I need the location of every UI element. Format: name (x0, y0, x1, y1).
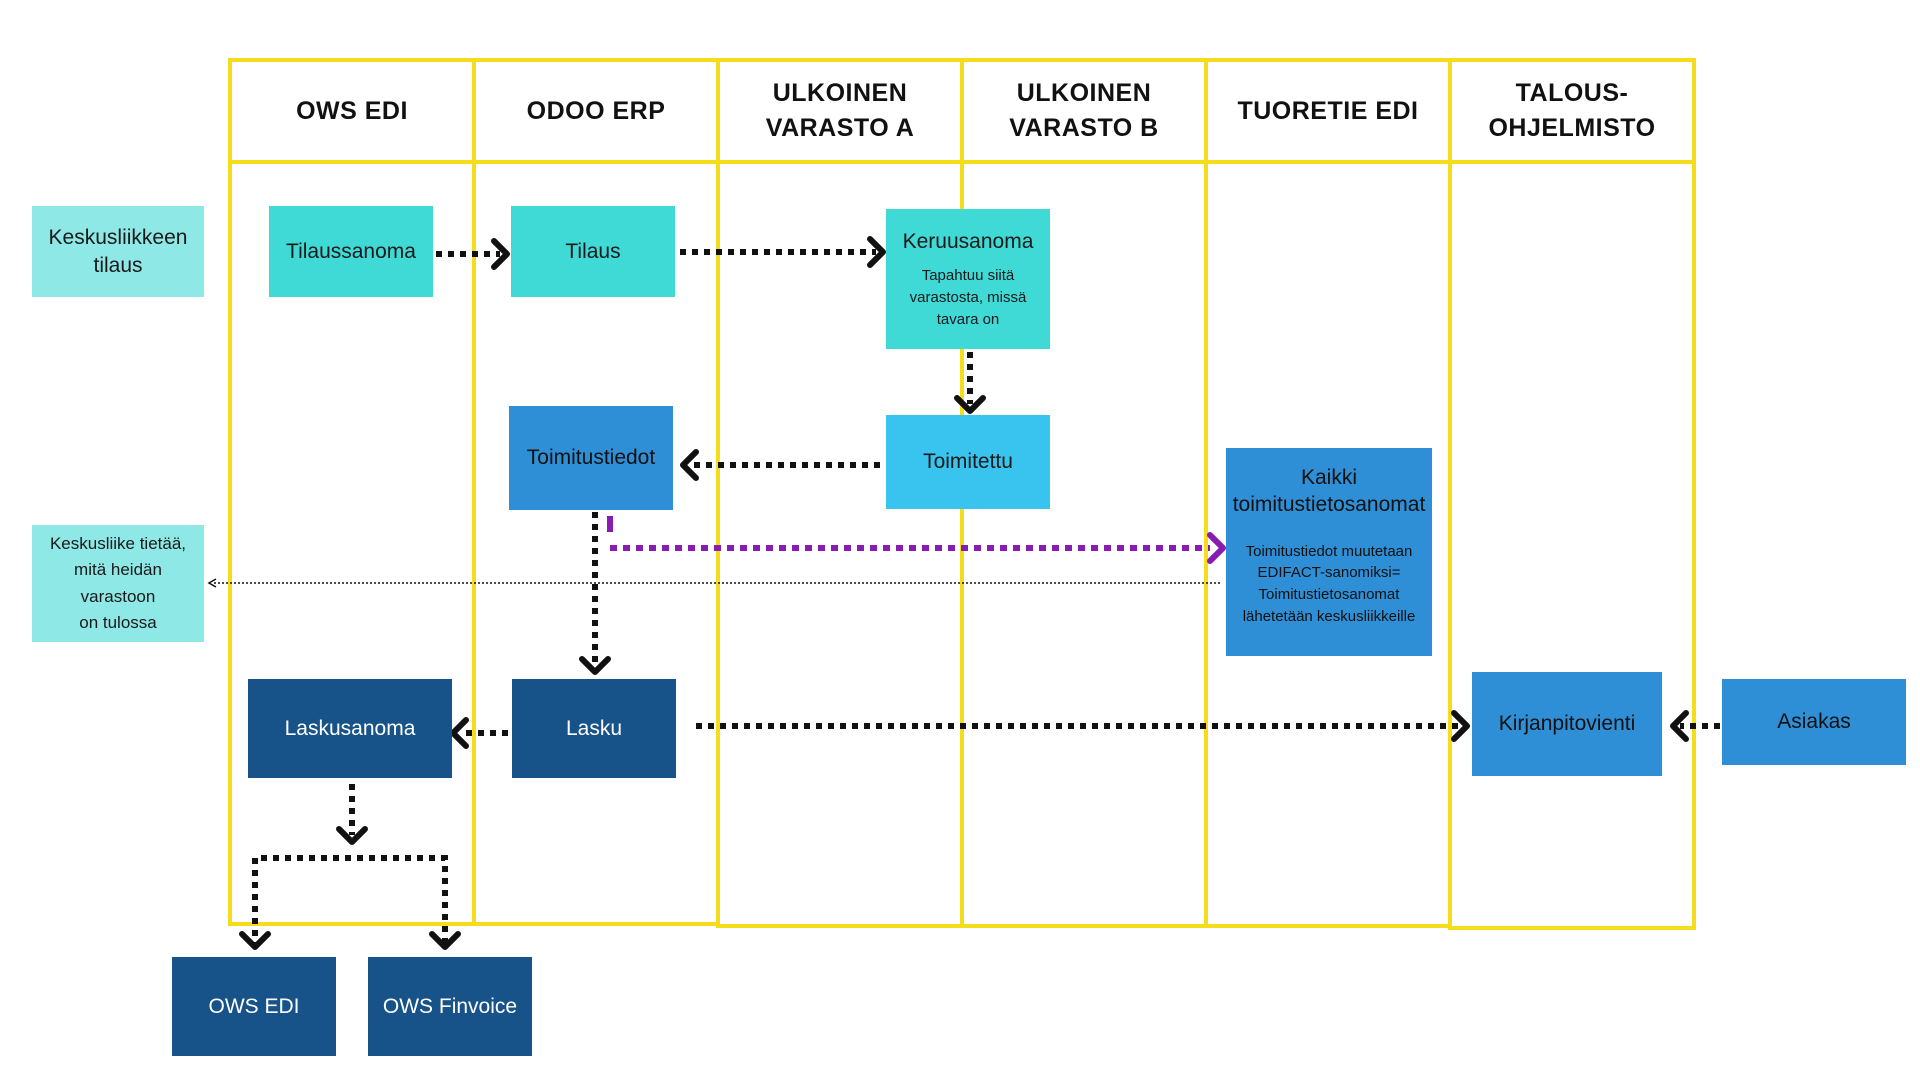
box-asiakas: Asiakas (1722, 679, 1906, 765)
box-kaikki-toimitustietosanomat: Kaikki toimitustietosanomat Toimitustied… (1226, 448, 1432, 656)
arrowhead-tilaus (491, 238, 510, 270)
box-ows-edi: OWS EDI (172, 957, 336, 1056)
keruusanoma-title: Keruusanoma (902, 229, 1034, 253)
arrowhead-ows-finvoice (429, 931, 461, 950)
box-keruusanoma: Keruusanoma Tapahtuu siitä varastosta, m… (886, 209, 1050, 349)
arrowhead-toimitustiedot (680, 449, 699, 481)
kaikki-note: Toimitustiedot muutetaan EDIFACT-sanomik… (1242, 542, 1416, 625)
split-connector (252, 855, 448, 948)
box-ows-finvoice: OWS Finvoice (368, 957, 532, 1056)
arrowhead-laskusanoma (450, 717, 469, 749)
box-lasku: Lasku (512, 679, 676, 778)
arrowhead-toimitettu (954, 395, 986, 414)
arrowhead-kirjanpitovienti-right (1670, 710, 1689, 742)
box-laskusanoma: Laskusanoma (248, 679, 452, 778)
box-toimitustiedot: Toimitustiedot (509, 406, 673, 510)
box-keskusliikkeen-tilaus: Keskusliikkeen tilaus (32, 206, 204, 297)
arrowhead-keruusanoma (867, 236, 886, 268)
box-kirjanpitovienti: Kirjanpitovienti (1472, 672, 1662, 776)
lane-header-talousohjelmisto: TALOUS- OHJELMISTO (1448, 58, 1696, 164)
box-keskusliike-tietaa: Keskusliike tietää, mitä heidän varastoo… (32, 525, 204, 642)
box-tilaussanoma: Tilaussanoma (269, 206, 433, 297)
lane-header-odoo-erp: ODOO ERP (472, 58, 720, 164)
keruusanoma-note: Tapahtuu siitä varastosta, missä tavara … (909, 267, 1027, 328)
arrowhead-split (336, 826, 368, 845)
arrowhead-kirjanpitovienti-left (1451, 710, 1470, 742)
box-toimitettu: Toimitettu (886, 415, 1050, 509)
arrowhead-lasku (579, 656, 611, 675)
arrowhead-ows-edi (239, 931, 271, 950)
box-tilaus: Tilaus (511, 206, 675, 297)
kaikki-title: Kaikki toimitustietosanomat (1232, 466, 1426, 517)
